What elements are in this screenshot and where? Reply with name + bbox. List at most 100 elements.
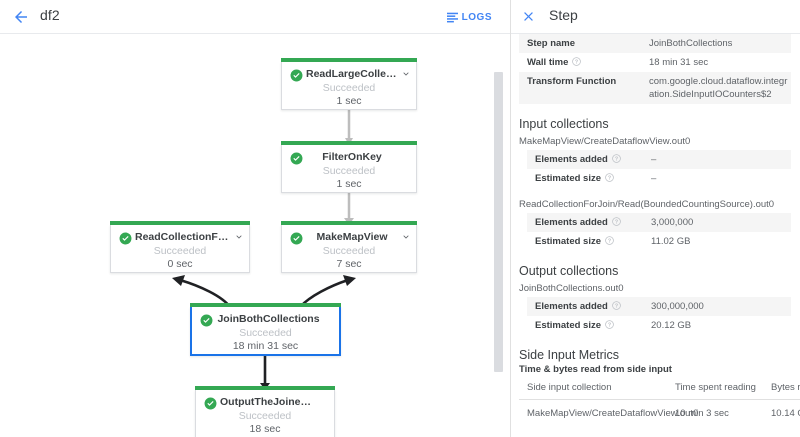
node-status-bar [110, 221, 250, 225]
logs-label: LOGS [461, 11, 492, 23]
job-header: df2 LOGS [0, 0, 510, 34]
node-status-bar [281, 58, 417, 62]
status-success-icon [290, 69, 303, 82]
summary-row: Wall time? 18 min 31 sec [519, 53, 791, 72]
node-status: Succeeded [239, 327, 292, 339]
side-input-column-header: Time spent reading [667, 379, 763, 400]
info-icon[interactable]: ? [605, 320, 614, 329]
output-collection-name: JoinBothCollections.out0 [519, 283, 624, 294]
info-icon[interactable]: ? [612, 301, 621, 310]
svg-text:?: ? [615, 156, 618, 162]
summary-value: 18 min 31 sec [649, 57, 709, 68]
metric-value: 11.02 GB [651, 236, 691, 247]
node-time: 1 sec [336, 95, 362, 107]
node-name: ReadCollectionForJoin [135, 231, 231, 243]
node-time: 18 sec [249, 423, 281, 435]
collection-metric-row: Elements added? 300,000,000 [527, 297, 791, 316]
node-name: OutputTheJoinedCollec... [220, 396, 316, 408]
node-status: Succeeded [153, 245, 207, 257]
summary-key: Transform Function [527, 76, 617, 87]
info-icon[interactable]: ? [605, 173, 614, 182]
metric-key: Estimated size? [527, 316, 643, 335]
collection-spacer [511, 188, 800, 199]
metric-key: Estimated size? [527, 232, 643, 251]
summary-row: Transform Function com.google.cloud.dataf… [519, 72, 791, 104]
node-status: Succeeded [322, 245, 376, 257]
metric-value: – [651, 173, 657, 184]
svg-text:?: ? [615, 219, 618, 225]
collection-metric-row: Elements added?3,000,000 [527, 213, 791, 232]
node-status: Succeeded [322, 165, 376, 177]
close-icon[interactable] [521, 9, 536, 24]
chevron-down-icon[interactable] [401, 232, 411, 242]
side-input-time: 10 min 3 sec [675, 408, 729, 419]
node-status-bar [195, 386, 335, 390]
node-time: 1 sec [336, 178, 362, 190]
metric-value: 300,000,000 [651, 301, 704, 312]
metric-key: Estimated size? [527, 169, 643, 188]
step-panel-header: Step [511, 0, 800, 34]
metric-value: 20.12 GB [651, 320, 692, 331]
node-time: 18 min 31 sec [232, 340, 299, 352]
status-success-icon [290, 152, 303, 165]
node-name: JoinBothCollections [217, 313, 320, 325]
status-success-icon [200, 314, 213, 327]
metric-key: Elements added? [527, 213, 643, 232]
logs-button[interactable]: LOGS [446, 9, 492, 25]
info-icon[interactable]: ? [612, 217, 621, 226]
summary-key: Step name [527, 38, 576, 49]
chevron-down-icon[interactable] [401, 69, 411, 79]
node-status-bar [190, 303, 341, 307]
side-input-metrics-title: Side Input Metrics [519, 348, 620, 362]
panel-divider [510, 0, 511, 437]
arrow-back-icon[interactable] [12, 8, 30, 26]
step-panel-title: Step [549, 7, 578, 23]
summary-value: com.google.cloud.dataflow.integration.Si… [649, 76, 788, 100]
metric-key: Elements added? [527, 297, 643, 316]
side-input-metrics-subtitle: Time & bytes read from side input [519, 364, 672, 375]
logs-list-icon [446, 12, 458, 22]
collection-metric-row: Estimated size?– [527, 169, 791, 188]
graph-vertical-scrollbar[interactable] [494, 72, 503, 437]
node-status: Succeeded [238, 410, 292, 422]
side-input-bytes: 10.14 GB [771, 408, 800, 419]
collection-metric-row: Estimated size? 11.02 GB [527, 232, 791, 251]
output-collections-title: Output collections [519, 264, 619, 278]
node-name: FilterOnKey [322, 151, 382, 163]
status-success-icon [204, 397, 217, 410]
graph-scrollbar-thumb[interactable] [494, 72, 503, 372]
node-status-bar [281, 221, 417, 225]
svg-text:?: ? [608, 175, 611, 181]
summary-key: Wall time? [519, 53, 641, 72]
info-icon[interactable]: ? [605, 236, 614, 245]
svg-text:?: ? [575, 59, 578, 65]
node-status: Succeeded [322, 82, 376, 94]
pipeline-edges [172, 110, 356, 390]
node-time: 0 sec [167, 258, 193, 270]
info-icon[interactable]: ? [572, 57, 582, 66]
graph-node-read-collection-for-join[interactable]: ReadCollectionForJoinSucceeded0 sec [110, 221, 250, 273]
node-time: 7 sec [336, 258, 362, 270]
summary-value: JoinBothCollections [649, 38, 733, 49]
node-status-bar [281, 141, 417, 145]
node-name: MakeMapView [316, 231, 388, 243]
info-icon[interactable]: ? [612, 154, 621, 163]
chevron-down-icon[interactable] [234, 232, 244, 242]
job-name-title: df2 [40, 7, 60, 23]
